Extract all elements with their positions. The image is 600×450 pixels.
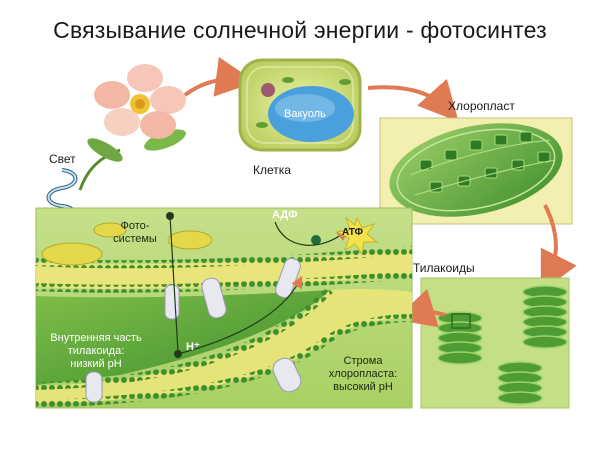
stroma-line-3: высокий pH [333, 381, 393, 393]
stroma-label: Строма хлоропласта: высокий pH [313, 355, 413, 394]
stroma-line-2: хлоропласта: [328, 368, 398, 380]
inner-line-1: Внутренняя часть [50, 332, 142, 344]
photosystems-line-1: Фото- [120, 220, 150, 232]
arrow-flower-to-cell [183, 57, 256, 97]
thylakoids-label: Тилакоиды [413, 261, 475, 275]
photosystems-line-2: системы [113, 233, 157, 245]
light-label: Свет [49, 152, 76, 166]
chloroplast-panel [379, 117, 573, 225]
molecule-icon [311, 235, 321, 245]
page-title: Связывание солнечной энергии - фотосинте… [53, 17, 547, 43]
arrow-cell-to-chloroplast [367, 78, 459, 122]
arrow-chloroplast-to-thylakoids [540, 204, 577, 293]
inner-line-3: низкий pH [70, 358, 122, 370]
photosystems-label: Фото- системы [100, 220, 170, 246]
chloroplast-label: Хлоропласт [448, 99, 515, 113]
inner-line-2: тилакоида: [67, 345, 125, 357]
thylakoid-membrane-panel [35, 207, 413, 409]
thylakoids-panel [420, 277, 570, 409]
stroma-line-1: Строма [343, 355, 383, 367]
inner-thylakoid-label: Внутренняя часть тилакоида: низкий pH [38, 332, 154, 371]
flower-icon [78, 64, 186, 191]
arrow-thylakoids-to-membrane [394, 288, 446, 328]
proton-label: H⁺ [186, 341, 200, 353]
cell-label: Клетка [253, 163, 291, 177]
vacuole-label: Вакуоль [284, 108, 326, 120]
adp-label: АДФ [272, 209, 298, 221]
atp-label: АТФ [342, 227, 363, 238]
cell-illustration [238, 58, 362, 152]
